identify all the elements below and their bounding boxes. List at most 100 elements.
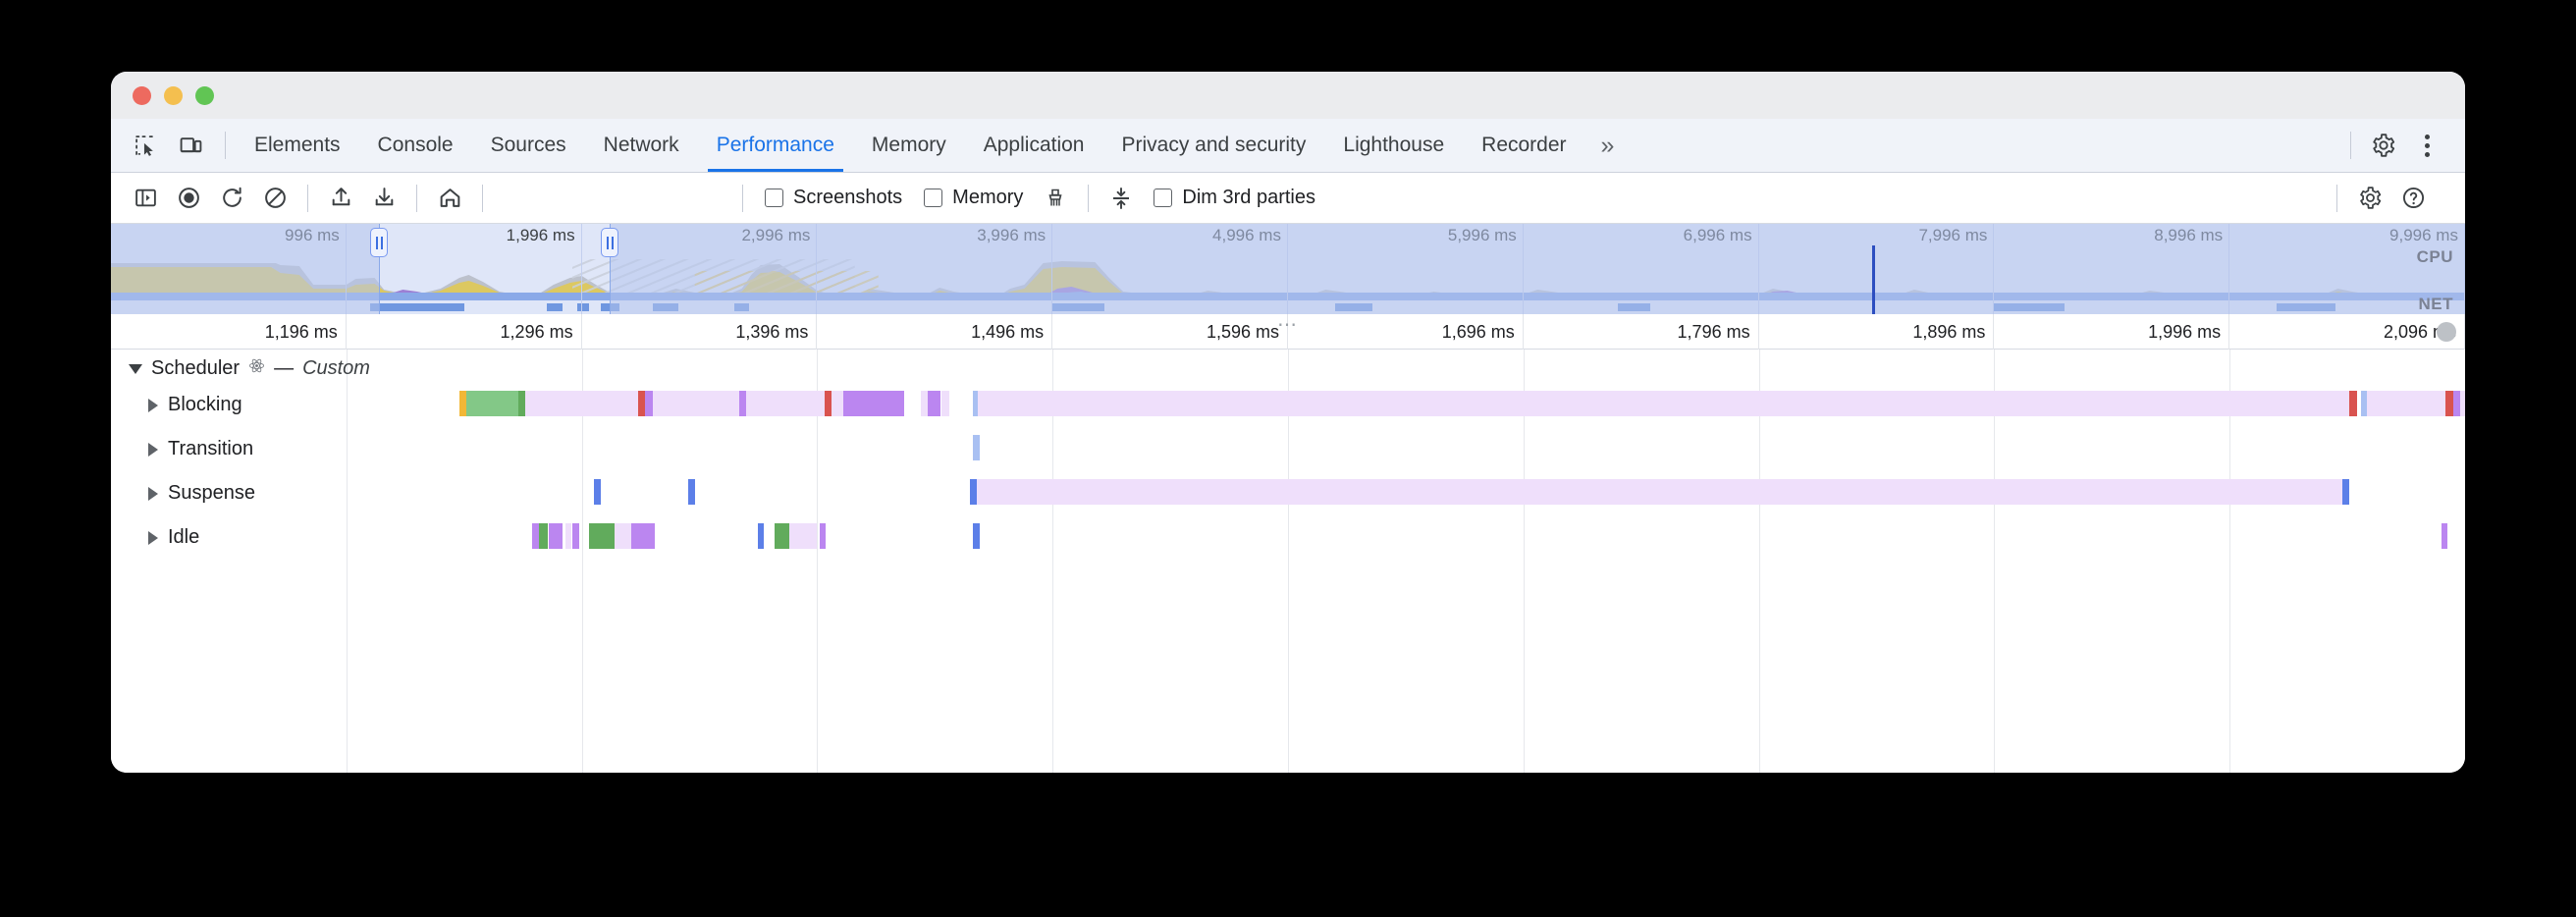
- close-window-button[interactable]: [133, 85, 151, 105]
- track-label-transition[interactable]: Transition: [148, 438, 253, 460]
- detail-tick-label: 1,296 ms: [500, 322, 573, 342]
- detail-tick-label: 1,196 ms: [264, 322, 338, 342]
- help-icon[interactable]: [2392, 179, 2434, 218]
- upload-profile-icon[interactable]: [320, 179, 361, 218]
- tab-application[interactable]: Application: [965, 119, 1103, 172]
- tab-label: Lighthouse: [1343, 134, 1445, 156]
- group-dash: —: [274, 357, 295, 379]
- track-name: Transition: [168, 438, 254, 459]
- dim-3rd-parties-label: Dim 3rd parties: [1182, 187, 1316, 208]
- overview-window-right-handle[interactable]: [601, 228, 619, 257]
- track-name: Suspense: [168, 482, 255, 504]
- download-profile-icon[interactable]: [363, 179, 404, 218]
- inspect-element-icon[interactable]: [125, 126, 166, 165]
- chevron-right-icon[interactable]: [148, 398, 158, 412]
- perfbar-divider-6: [2336, 184, 2337, 212]
- more-tabs-icon[interactable]: »: [1585, 119, 1631, 172]
- toggle-sidebar-icon[interactable]: [125, 179, 166, 218]
- tab-performance[interactable]: Performance: [698, 119, 853, 172]
- home-icon[interactable]: [429, 179, 470, 218]
- tab-sources[interactable]: Sources: [472, 119, 585, 172]
- tabbar-right-tools: [2340, 119, 2465, 172]
- dim-3rd-parties-checkbox-box[interactable]: [1154, 189, 1173, 207]
- capture-settings-icon[interactable]: [1100, 179, 1142, 218]
- detail-tick-label: 1,696 ms: [1441, 322, 1515, 342]
- tab-label: Console: [377, 134, 454, 156]
- chevron-down-icon[interactable]: [129, 363, 142, 374]
- group-title-label: Scheduler: [151, 357, 241, 379]
- tab-lighthouse[interactable]: Lighthouse: [1324, 119, 1463, 172]
- track-label-idle[interactable]: Idle: [148, 526, 199, 549]
- react-atom-icon: [248, 357, 265, 380]
- tabbar-divider: [225, 132, 226, 159]
- tab-memory[interactable]: Memory: [853, 119, 965, 172]
- tab-label: Elements: [254, 134, 341, 156]
- track-bars-idle: [111, 523, 2465, 549]
- detail-tick-label: 1,896 ms: [1912, 322, 1986, 342]
- perfbar-divider-4: [742, 184, 743, 212]
- overview-dim-right: [610, 224, 2465, 314]
- track-bars-suspense: [111, 479, 2465, 505]
- tab-network[interactable]: Network: [585, 119, 698, 172]
- tabbar-right-divider: [2350, 132, 2351, 159]
- tab-recorder[interactable]: Recorder: [1463, 119, 1584, 172]
- tab-label: Performance: [716, 134, 834, 156]
- timeline-overview[interactable]: 996 ms 1,996 ms 2,996 ms 3,996 ms 4,996 …: [111, 224, 2465, 314]
- memory-checkbox-box[interactable]: [924, 189, 943, 207]
- detail-tick-label: 1,496 ms: [971, 322, 1045, 342]
- reload-and-record-icon[interactable]: [211, 179, 252, 218]
- memory-checkbox[interactable]: Memory: [914, 187, 1033, 209]
- screenshots-checkbox[interactable]: Screenshots: [755, 187, 912, 209]
- tabbar-left-tools: [111, 119, 236, 172]
- track-name: Blocking: [168, 394, 242, 415]
- minimize-window-button[interactable]: [164, 85, 183, 105]
- flame-chart[interactable]: Scheduler — Custom Blocking: [111, 350, 2465, 773]
- track-group-scheduler[interactable]: Scheduler — Custom: [129, 357, 370, 380]
- screenshots-checkbox-box[interactable]: [765, 189, 783, 207]
- cpu-row-label: CPU: [2416, 247, 2453, 266]
- tab-label: Network: [603, 134, 679, 156]
- timeline-scroll-grabber[interactable]: [2436, 322, 2456, 342]
- chevron-right-icon[interactable]: [148, 486, 158, 501]
- track-name: Idle: [168, 526, 200, 548]
- panel-resize-handle[interactable]: ⋯: [1277, 314, 1299, 336]
- detail-time-ruler[interactable]: 1,196 ms 1,296 ms 1,396 ms 1,496 ms 1,59…: [111, 314, 2465, 350]
- memory-label: Memory: [952, 187, 1024, 208]
- settings-gear-icon[interactable]: [2363, 126, 2404, 165]
- kebab-menu-icon[interactable]: [2406, 126, 2447, 165]
- chevron-right-icon[interactable]: [148, 530, 158, 545]
- tab-label: Application: [983, 134, 1085, 156]
- chevron-right-icon[interactable]: [148, 442, 158, 457]
- overview-selection-left-edge: [379, 224, 381, 314]
- collect-garbage-icon[interactable]: [1035, 179, 1076, 218]
- overview-tick-label: 1,996 ms: [506, 226, 575, 244]
- tab-label: Privacy and security: [1121, 134, 1307, 156]
- track-bars-blocking: [111, 391, 2465, 416]
- devtools-tabbar: Elements Console Sources Network Perform…: [111, 119, 2465, 173]
- window-titlebar: [111, 72, 2465, 119]
- device-toolbar-icon[interactable]: [170, 126, 211, 165]
- tab-console[interactable]: Console: [359, 119, 472, 172]
- overview-window-left-handle[interactable]: [370, 228, 389, 257]
- detail-tick-label: 1,996 ms: [2148, 322, 2222, 342]
- detail-tick-label: 1,796 ms: [1677, 322, 1750, 342]
- detail-tick-label: 1,396 ms: [735, 322, 809, 342]
- track-bars-transition: [111, 435, 2465, 460]
- clear-icon[interactable]: [254, 179, 295, 218]
- perfbar-divider-1: [307, 184, 308, 212]
- detail-tick-label: 1,596 ms: [1206, 322, 1279, 342]
- dim-3rd-parties-checkbox[interactable]: Dim 3rd parties: [1144, 187, 1325, 209]
- track-label-suspense[interactable]: Suspense: [148, 482, 255, 505]
- maximize-window-button[interactable]: [195, 85, 214, 105]
- overview-time-marker: [1871, 245, 1875, 314]
- performance-toolbar: Screenshots Memory Dim 3rd parties: [111, 173, 2465, 224]
- more-tabs-label: »: [1600, 131, 1615, 159]
- net-row-label: NET: [2418, 295, 2453, 313]
- capture-settings-gear-icon[interactable]: [2349, 179, 2390, 218]
- group-source-label: Custom: [302, 357, 370, 379]
- tab-label: Memory: [871, 134, 946, 156]
- tab-elements[interactable]: Elements: [236, 119, 359, 172]
- record-icon[interactable]: [168, 179, 209, 218]
- track-label-blocking[interactable]: Blocking: [148, 394, 242, 416]
- tab-privacy-and-security[interactable]: Privacy and security: [1102, 119, 1324, 172]
